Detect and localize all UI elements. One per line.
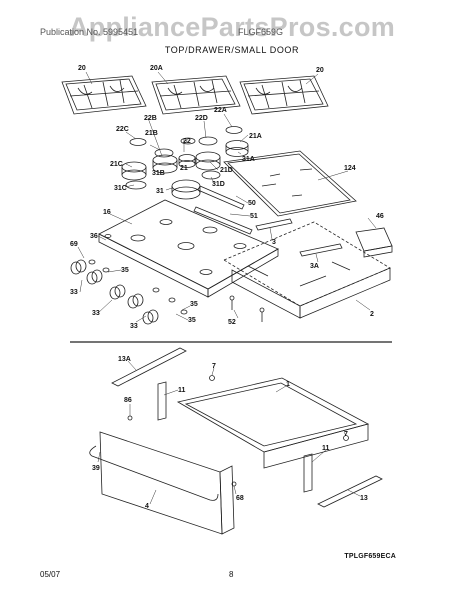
main-top-frame xyxy=(223,221,391,319)
callout-31b: 31B xyxy=(152,170,165,177)
control-knobs xyxy=(70,259,188,325)
callout-21d: 21D xyxy=(220,167,233,174)
callout-7-right: 7 xyxy=(344,431,348,438)
callout-51: 51 xyxy=(250,213,258,220)
callout-35-mid: 35 xyxy=(190,301,198,308)
callout-31d: 31D xyxy=(212,181,225,188)
drawer-front-4 xyxy=(89,431,235,535)
callout-36: 36 xyxy=(90,233,98,240)
callout-7-top: 7 xyxy=(212,363,216,370)
callout-68: 68 xyxy=(236,495,244,502)
callout-31c: 31C xyxy=(114,185,127,192)
callout-22: 22 xyxy=(183,138,191,145)
bezel-3 xyxy=(255,218,293,231)
publication-number: Publication No. 5995451 xyxy=(40,27,139,37)
burner-heads xyxy=(121,140,249,200)
callout-52: 52 xyxy=(228,319,236,326)
trim-strip-51 xyxy=(193,206,253,235)
callout-35-top: 35 xyxy=(121,267,129,274)
watermark-logo: AppliancePartsPros.com xyxy=(68,12,396,42)
callout-33-bottom: 33 xyxy=(130,323,138,330)
callout-13: 13 xyxy=(360,495,368,502)
callout-22d: 22D xyxy=(195,115,208,122)
callout-39: 39 xyxy=(92,465,100,472)
burner-caps xyxy=(129,126,243,158)
callout-22a: 22A xyxy=(214,107,227,114)
callout-21c: 21C xyxy=(110,161,123,168)
glass-panel xyxy=(223,150,357,217)
callout-11-bottom: 11 xyxy=(322,445,330,452)
callout-1: 1 xyxy=(286,381,290,388)
screws-52 xyxy=(229,295,265,322)
drawer-rail-13 xyxy=(317,475,383,508)
callout-11-top: 11 xyxy=(178,387,186,394)
block-46 xyxy=(355,227,393,258)
callout-21a: 21A xyxy=(249,133,262,140)
callout-21b: 21B xyxy=(145,130,158,137)
screw-7-top xyxy=(209,375,215,381)
callout-3a: 3A xyxy=(310,263,319,270)
callout-46: 46 xyxy=(376,213,384,220)
callout-86: 86 xyxy=(124,397,132,404)
model-number: FLGF659G xyxy=(238,27,284,37)
callout-33-top: 33 xyxy=(70,289,78,296)
diagram-code: TPLGF659ECA xyxy=(344,553,396,560)
callout-20-right: 20 xyxy=(316,67,324,74)
callout-69: 69 xyxy=(70,241,78,248)
callout-22c: 22C xyxy=(116,126,129,133)
bezel-3a xyxy=(299,243,343,257)
callout-13a: 13A xyxy=(118,356,131,363)
callout-33-mid: 33 xyxy=(92,310,100,317)
callout-22b: 22B xyxy=(144,115,157,122)
callout-3: 3 xyxy=(272,239,276,246)
footer-date: 05/07 xyxy=(40,570,61,579)
callout-4: 4 xyxy=(145,503,149,510)
section-title: TOP/DRAWER/SMALL DOOR xyxy=(164,45,300,55)
screw-86 xyxy=(127,415,133,421)
callout-31a: 31A xyxy=(242,156,255,163)
callout-21: 21 xyxy=(180,165,188,172)
callout-35-bottom: 35 xyxy=(188,317,196,324)
page-number: 8 xyxy=(229,570,234,579)
grate-right xyxy=(239,75,329,115)
callout-20a: 20A xyxy=(150,65,163,72)
drawer-slide-11-right xyxy=(303,453,313,493)
callout-31: 31 xyxy=(156,188,164,195)
callout-20-left: 20 xyxy=(78,65,86,72)
trim-strip-50 xyxy=(197,185,245,210)
grate-left xyxy=(61,75,147,115)
cooktop xyxy=(98,199,279,298)
callout-50: 50 xyxy=(248,200,256,207)
callout-2: 2 xyxy=(370,311,374,318)
drawer-slide-11-left xyxy=(157,381,167,421)
drawer-body xyxy=(176,377,370,469)
grate-center xyxy=(151,75,241,115)
callout-124: 124 xyxy=(344,165,356,172)
callout-16: 16 xyxy=(103,209,111,216)
drawer-rail-13a xyxy=(111,347,187,387)
